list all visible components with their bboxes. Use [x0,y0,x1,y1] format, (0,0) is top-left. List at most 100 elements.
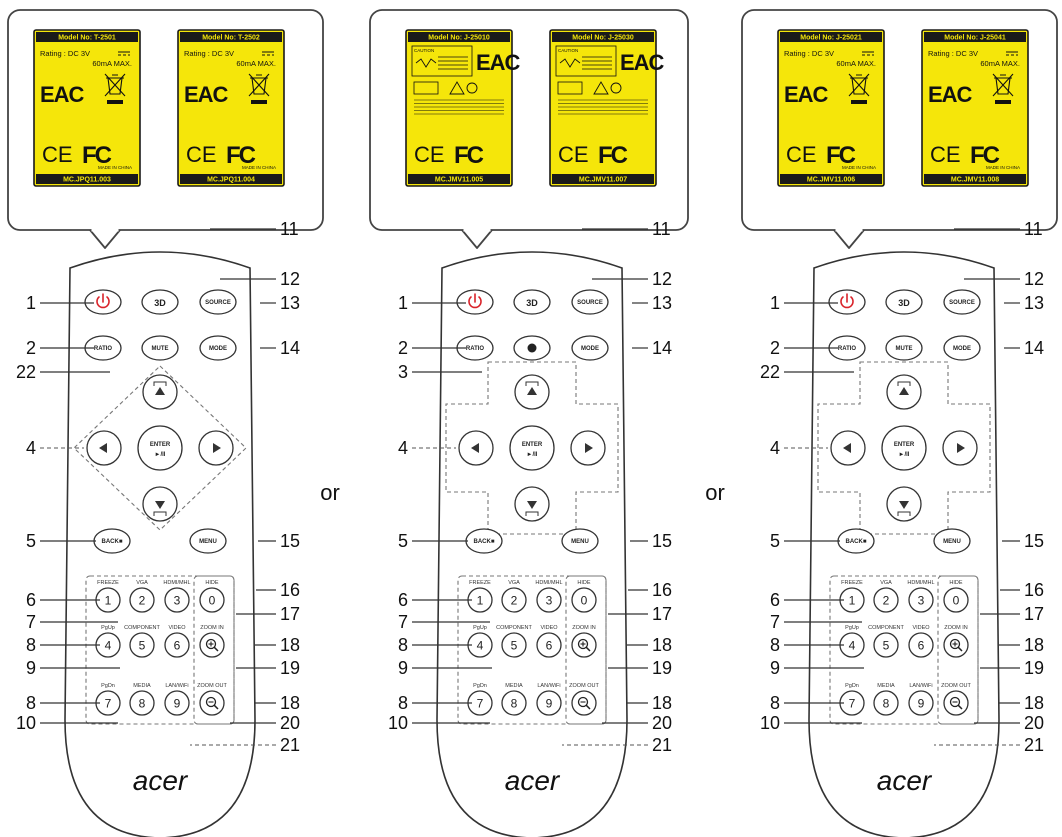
keypad-key[interactable] [943,690,969,716]
source-button[interactable]: SOURCE [199,289,237,315]
keypad-key[interactable]: 2 [873,587,899,613]
dc-symbol-icon [118,51,130,56]
power-button[interactable] [828,289,866,315]
label-background [549,29,657,187]
key-function-label: HDMI/MHL [907,580,934,586]
nav-up-button[interactable] [886,374,922,410]
keypad-key[interactable]: 2 [501,587,527,613]
keypad-key[interactable] [943,632,969,658]
callout-number: 18 [280,635,300,655]
keypad-key[interactable]: 4 [467,632,493,658]
callout-number: 14 [280,338,300,358]
part-code: MC.JMV11.005 [435,177,483,184]
arrow-left-icon [99,443,107,453]
rating-text: Rating : DC 3V [184,49,234,58]
nav-left-button[interactable] [86,430,122,466]
enter-play-pause-button[interactable]: ENTER►/II [509,425,555,471]
arrow-down-icon [155,501,165,509]
keypad-key[interactable]: 1 [467,587,493,613]
key-function-label: PgUp [101,625,115,631]
menu-button[interactable]: MENU [561,528,599,554]
menu-button[interactable]: MENU [933,528,971,554]
dc-symbol-icon [1006,51,1018,56]
enter-play-pause-button[interactable]: ENTER►/II [137,425,183,471]
key-function-label: MEDIA [505,683,523,689]
keypad-key[interactable]: 0 [571,587,597,613]
callout-number: 4 [26,438,36,458]
keypad-key[interactable]: 2 [129,587,155,613]
mode-label: MODE [209,346,227,352]
nav-left-button[interactable] [830,430,866,466]
laser-button[interactable] [513,335,551,361]
nav-up-button[interactable] [514,374,550,410]
keypad-key[interactable]: 5 [501,632,527,658]
key-number: 8 [139,697,146,711]
callout-number: 4 [770,438,780,458]
keypad-key[interactable]: 3 [536,587,562,613]
eac-mark-icon: EAC [784,82,830,107]
back-stop-button[interactable]: BACK■ [93,528,131,554]
keypad-key[interactable] [199,690,225,716]
nav-left-button[interactable] [458,430,494,466]
keypad-key[interactable]: 9 [536,690,562,716]
key-number: 0 [953,594,960,608]
back-stop-button[interactable]: BACK■ [465,528,503,554]
nav-down-button[interactable] [142,486,178,522]
callout-number: 2 [398,338,408,358]
nav-right-button[interactable] [942,430,978,466]
menu-button[interactable]: MENU [189,528,227,554]
power-button[interactable] [84,289,122,315]
keypad-key[interactable]: 0 [199,587,225,613]
key-function-label: ZOOM IN [944,625,968,631]
keypad-key[interactable]: 6 [536,632,562,658]
callout-number: 18 [280,693,300,713]
label-background [921,29,1029,187]
keypad-key[interactable]: 9 [908,690,934,716]
svg-text:EAC: EAC [476,50,521,75]
mode-button[interactable]: MODE [199,335,237,361]
3d-button[interactable]: 3D [513,289,551,315]
keypad-key[interactable]: 6 [164,632,190,658]
callout-number: 19 [280,658,300,678]
mode-button[interactable]: MODE [943,335,981,361]
back-stop-button[interactable]: BACK■ [837,528,875,554]
keypad-key[interactable]: 8 [501,690,527,716]
mute-button[interactable]: MUTE [885,335,923,361]
keypad-group-outline [85,575,235,725]
callout-number: 8 [26,693,36,713]
source-button[interactable]: SOURCE [943,289,981,315]
nav-down-button[interactable] [886,486,922,522]
keypad-key[interactable]: 0 [943,587,969,613]
keypad-key[interactable]: 5 [873,632,899,658]
nav-up-button[interactable] [142,374,178,410]
nav-down-button[interactable] [514,486,550,522]
key-function-label: PgUp [473,625,487,631]
3d-button[interactable]: 3D [141,289,179,315]
mute-button[interactable]: MUTE [141,335,179,361]
made-in-text: MADE IN CHINA [98,165,132,170]
3d-button[interactable]: 3D [885,289,923,315]
keypad-key[interactable]: 5 [129,632,155,658]
keypad-key[interactable]: 3 [164,587,190,613]
keypad-key[interactable] [199,632,225,658]
svg-text:EAC: EAC [184,82,229,107]
keypad-key[interactable]: 9 [164,690,190,716]
keypad-key[interactable]: 6 [908,632,934,658]
key-number: 8 [883,697,890,711]
keypad-key[interactable]: 8 [873,690,899,716]
enter-play-pause-button[interactable]: ENTER►/II [881,425,927,471]
keypad-key[interactable] [571,690,597,716]
power-button[interactable] [456,289,494,315]
keypad-key[interactable]: 3 [908,587,934,613]
acer-logo: acer [877,765,933,796]
nav-right-button[interactable] [198,430,234,466]
source-button[interactable]: SOURCE [571,289,609,315]
nav-right-button[interactable] [570,430,606,466]
callout-number: 6 [770,590,780,610]
mode-button[interactable]: MODE [571,335,609,361]
keypad-key[interactable] [571,632,597,658]
keypad-key[interactable]: 8 [129,690,155,716]
callout-number: 16 [280,580,300,600]
key-function-label: FREEZE [469,580,491,586]
